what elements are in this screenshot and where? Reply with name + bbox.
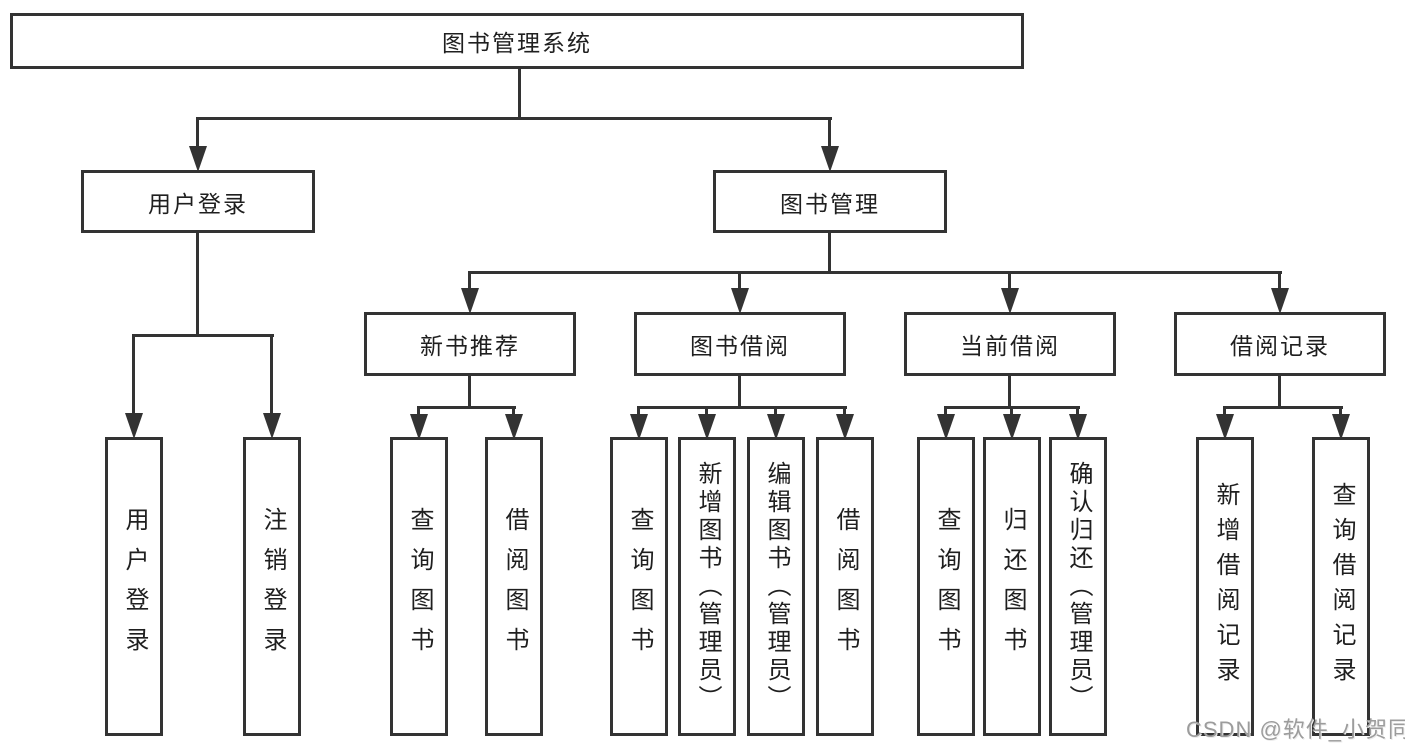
arrowhead-borrow — [731, 288, 749, 314]
arrowhead-records — [1271, 288, 1289, 314]
connector-user-login-drop — [196, 117, 199, 150]
leaf-current-return-books-label: 归还图书 — [999, 506, 1026, 667]
connector-leaf-logout-drop — [270, 334, 273, 416]
node-current-borrowing-label: 当前借阅 — [960, 333, 1060, 359]
arrowhead-leaf-bw-edit — [767, 414, 785, 440]
connector-leaf-user-login-drop — [132, 334, 135, 416]
arrowhead-leaf-cur-return — [1003, 414, 1021, 440]
connector-root-vertical — [518, 69, 521, 118]
leaf-current-query-books-label: 查询图书 — [933, 506, 960, 667]
connector-current-drop — [1008, 271, 1011, 295]
connector-leaf-bw-add-drop — [705, 406, 708, 418]
leaf-borrow-borrow-books: 借阅图书 — [816, 437, 874, 736]
leaf-current-return-books: 归还图书 — [983, 437, 1041, 736]
arrowhead-leaf-bw-query — [630, 414, 648, 440]
connector-leaf-cur-return-drop — [1010, 406, 1013, 418]
leaf-borrow-borrow-books-label: 借阅图书 — [832, 506, 859, 667]
connector-leaf-cur-query-drop — [944, 406, 947, 418]
leaf-borrow-edit-books-admin: 编辑图书（管理员） — [747, 437, 805, 736]
node-book-management-label: 图书管理 — [780, 190, 880, 217]
arrowhead-leaf-bw-add — [698, 414, 716, 440]
connector-level1-horizontal — [196, 117, 832, 120]
node-new-book-recommendation-label: 新书推荐 — [420, 333, 520, 359]
connector-leaf-nb-borrow-drop — [512, 406, 515, 418]
node-library-management-system: 图书管理系统 — [10, 13, 1024, 69]
connector-leaf-rec-query-drop — [1339, 406, 1342, 418]
arrowhead-leaf-bw-borrow — [836, 414, 854, 440]
arrowhead-leaf-cur-query — [937, 414, 955, 440]
connector-user-login-kids-horizontal — [132, 334, 274, 337]
connector-leaf-nb-query-drop — [417, 406, 420, 418]
node-book-management: 图书管理 — [713, 170, 947, 233]
connector-borrow-vertical — [738, 376, 741, 409]
connector-new-book-kids-horizontal — [417, 406, 516, 409]
leaf-borrow-add-books-admin-label: 新增图书（管理员） — [694, 460, 721, 713]
arrowhead-leaf-nb-borrow — [505, 414, 523, 440]
connector-borrow-drop — [738, 271, 741, 295]
connector-leaf-rec-add-drop — [1223, 406, 1226, 418]
leaf-newbook-query-books-label: 查询图书 — [406, 506, 433, 667]
connector-level3-horizontal — [468, 271, 1282, 274]
node-new-book-recommendation: 新书推荐 — [364, 312, 576, 376]
connector-records-kids-horizontal — [1223, 406, 1343, 409]
connector-leaf-bw-edit-drop — [774, 406, 777, 418]
leaf-records-query-record-label: 查询借阅记录 — [1328, 481, 1355, 692]
leaf-logout-label: 注销登录 — [259, 506, 286, 667]
node-user-login: 用户登录 — [81, 170, 315, 233]
node-borrowing-records: 借阅记录 — [1174, 312, 1386, 376]
arrowhead-leaf-nb-query — [410, 414, 428, 440]
connector-book-mgmt-drop — [828, 117, 831, 150]
arrowhead-new-book — [461, 288, 479, 314]
connector-current-vertical — [1008, 376, 1011, 409]
leaf-user-login-label: 用户登录 — [121, 506, 148, 667]
connector-records-drop — [1278, 271, 1281, 295]
node-book-borrowing: 图书借阅 — [634, 312, 846, 376]
connector-new-book-drop — [468, 271, 471, 295]
leaf-newbook-borrow-books-label: 借阅图书 — [501, 506, 528, 667]
arrowhead-leaf-user-login — [125, 413, 143, 439]
connector-book-mgmt-vertical — [828, 233, 831, 274]
leaf-logout: 注销登录 — [243, 437, 301, 736]
arrowhead-book-mgmt — [821, 146, 839, 172]
leaf-records-query-record: 查询借阅记录 — [1312, 437, 1370, 736]
leaf-borrow-query-books-label: 查询图书 — [626, 506, 653, 667]
leaf-newbook-borrow-books: 借阅图书 — [485, 437, 543, 736]
arrowhead-leaf-cur-confirm — [1069, 414, 1087, 440]
arrowhead-leaf-rec-add — [1216, 414, 1234, 440]
node-book-borrowing-label: 图书借阅 — [690, 333, 790, 359]
leaf-newbook-query-books: 查询图书 — [390, 437, 448, 736]
leaf-records-add-record-label: 新增借阅记录 — [1212, 481, 1239, 692]
arrowhead-leaf-rec-query — [1332, 414, 1350, 440]
arrowhead-leaf-logout — [263, 413, 281, 439]
node-library-management-system-label: 图书管理系统 — [442, 30, 592, 56]
connector-new-book-vertical — [468, 376, 471, 409]
node-borrowing-records-label: 借阅记录 — [1230, 333, 1330, 359]
leaf-borrow-add-books-admin: 新增图书（管理员） — [678, 437, 736, 736]
leaf-records-add-record: 新增借阅记录 — [1196, 437, 1254, 736]
connector-records-vertical — [1278, 376, 1281, 409]
node-current-borrowing: 当前借阅 — [904, 312, 1116, 376]
connector-borrow-kids-horizontal — [637, 406, 847, 409]
leaf-borrow-edit-books-admin-label: 编辑图书（管理员） — [763, 460, 790, 713]
leaf-current-confirm-return-admin-label: 确认归还（管理员） — [1065, 460, 1092, 713]
connector-leaf-bw-borrow-drop — [843, 406, 846, 418]
leaf-user-login: 用户登录 — [105, 437, 163, 736]
leaf-current-confirm-return-admin: 确认归还（管理员） — [1049, 437, 1107, 736]
connector-leaf-cur-confirm-drop — [1076, 406, 1079, 418]
arrowhead-user-login — [189, 146, 207, 172]
connector-user-login-vertical — [196, 233, 199, 337]
leaf-current-query-books: 查询图书 — [917, 437, 975, 736]
connector-leaf-bw-query-drop — [637, 406, 640, 418]
node-user-login-label: 用户登录 — [148, 190, 248, 217]
leaf-borrow-query-books: 查询图书 — [610, 437, 668, 736]
arrowhead-current — [1001, 288, 1019, 314]
